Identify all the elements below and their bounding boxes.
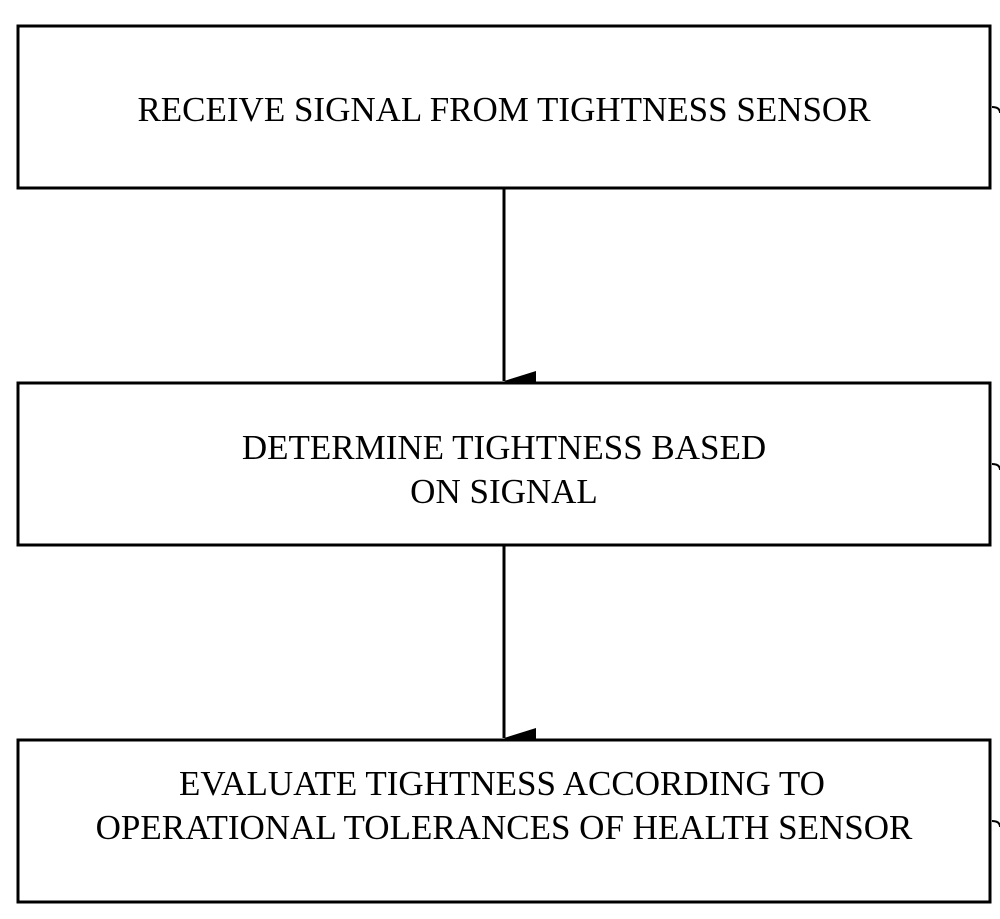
leader-line-step-1 [991,106,1000,114]
step-box-receive-signal: RECEIVE SIGNAL FROM TIGHTNESS SENSOR [16,24,992,190]
step-1-text-line-1: RECEIVE SIGNAL FROM TIGHTNESS SENSOR [137,90,871,129]
step-3-text-line-1: EVALUATE TIGHTNESS ACCORDING TO [179,764,825,803]
step-box-determine-tightness: DETERMINE TIGHTNESS BASED ON SIGNAL [16,381,992,547]
leader-line-step-2 [991,463,1000,471]
step-3-text-line-2: OPERATIONAL TOLERANCES OF HEALTH SENSOR [96,808,913,847]
step-2-text-line-2: ON SIGNAL [410,472,598,511]
leader-line-step-3 [991,820,1000,828]
step-box-evaluate-tightness: EVALUATE TIGHTNESS ACCORDING TO OPERATIO… [16,738,992,904]
step-2-text-line-1: DETERMINE TIGHTNESS BASED [242,428,766,467]
